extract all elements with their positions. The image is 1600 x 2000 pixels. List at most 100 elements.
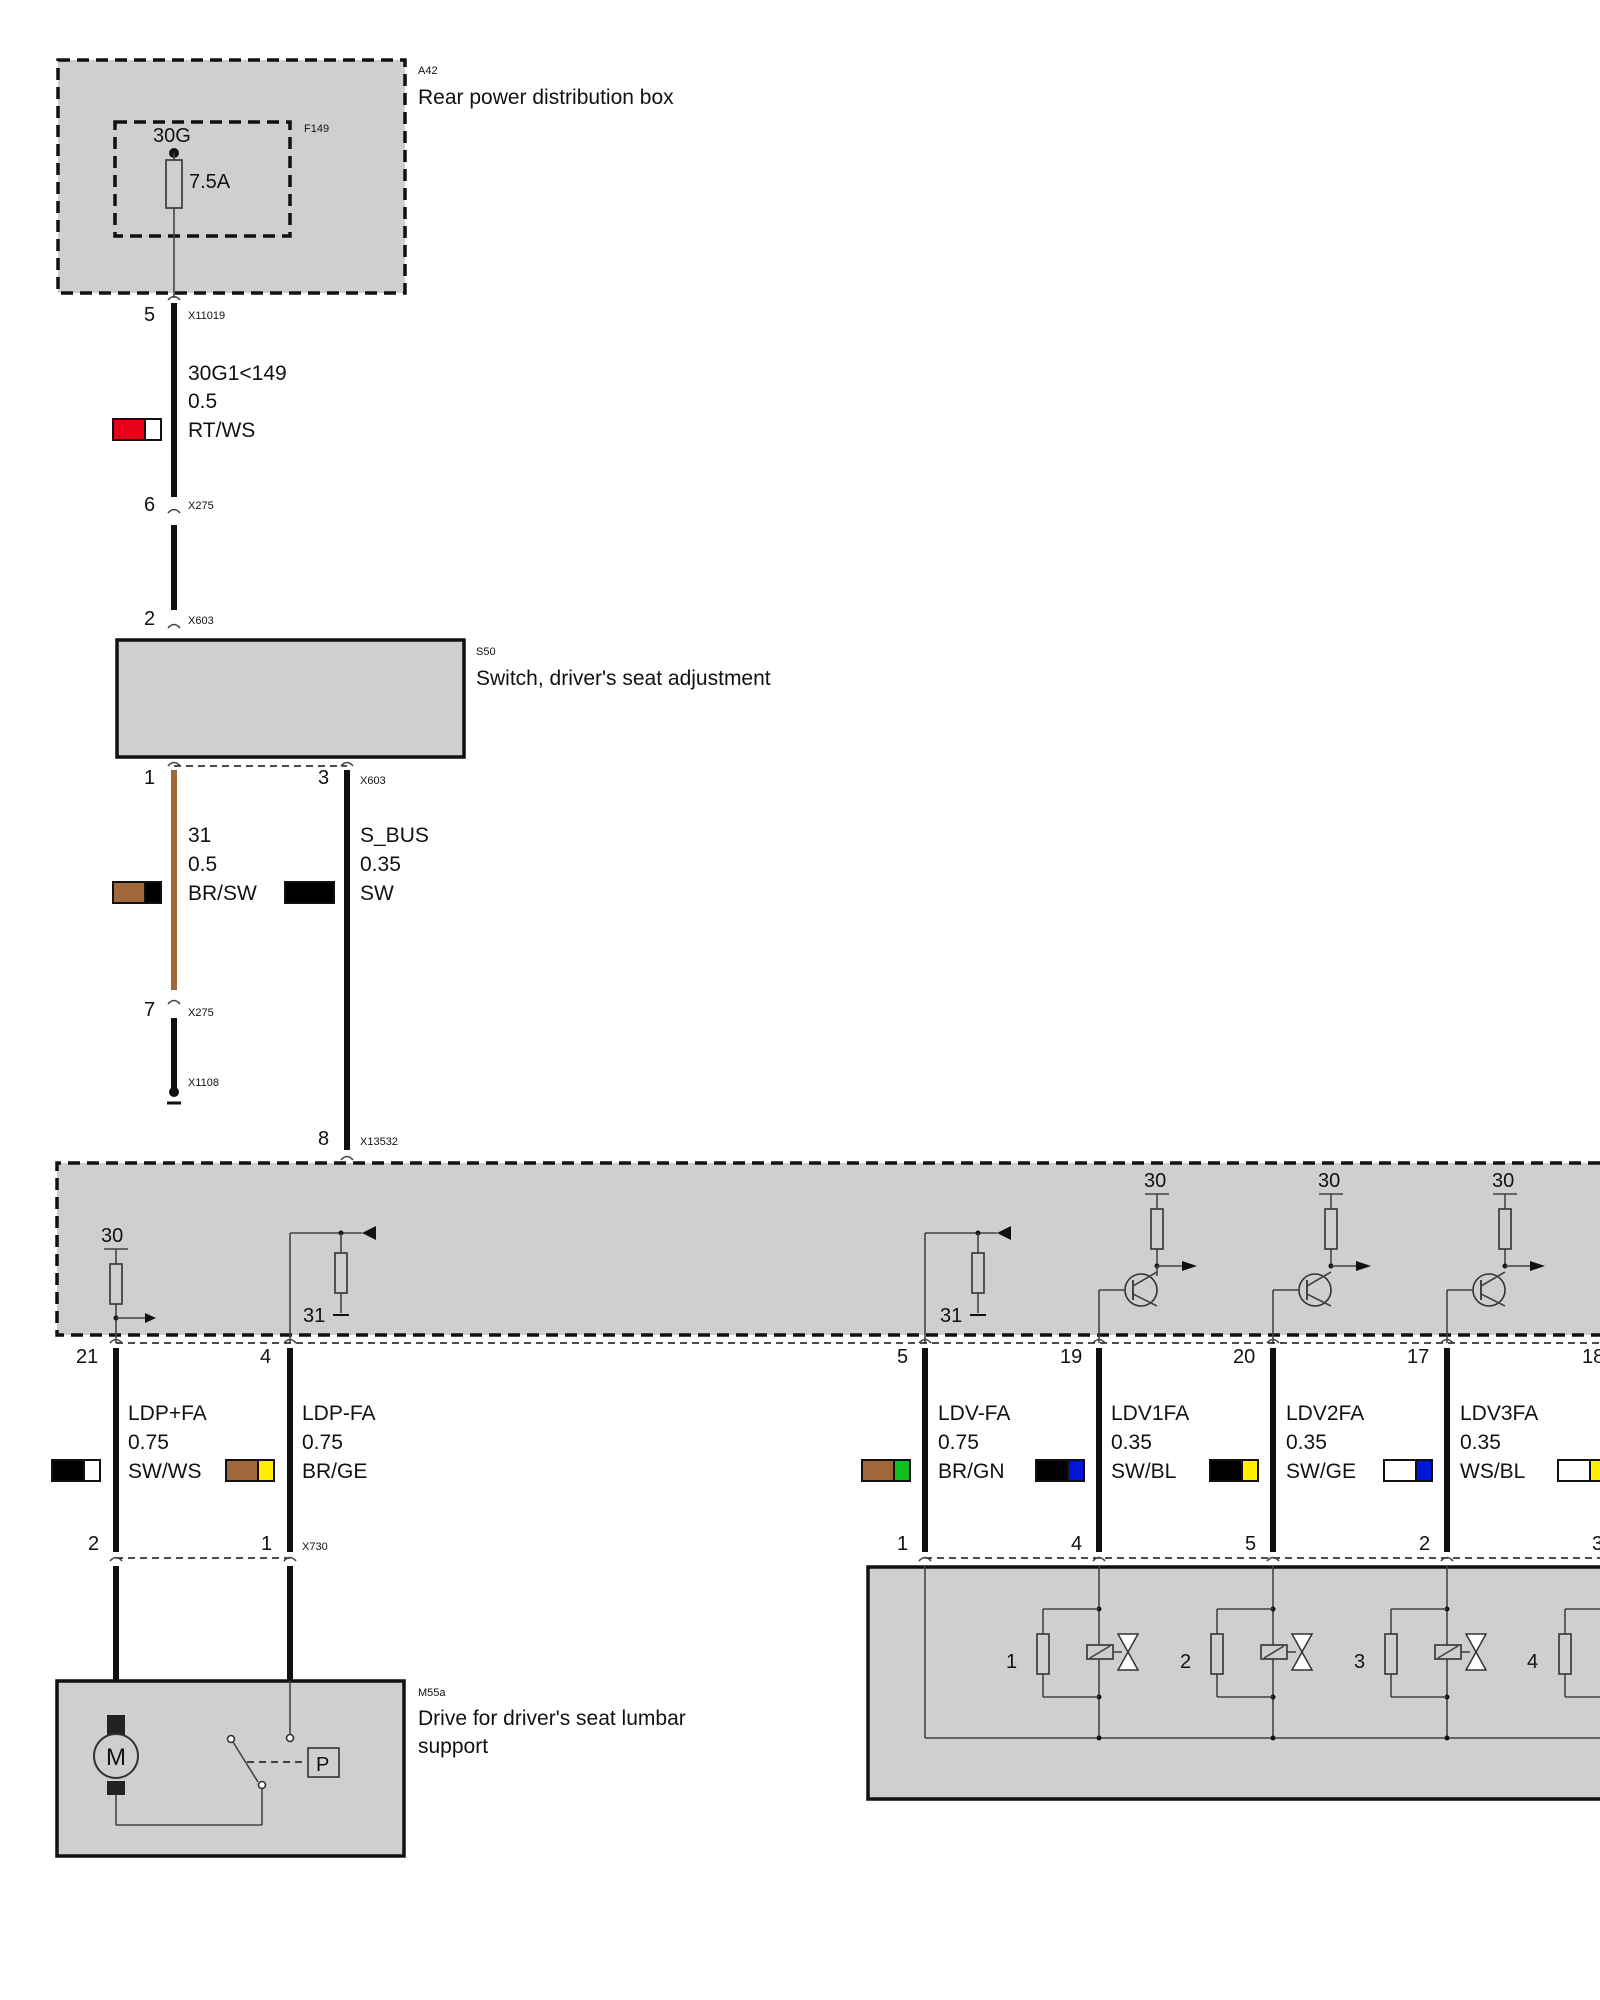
m55a-lumbar-drive: M55a Drive for driver's seat lumbar supp…: [55, 1679, 686, 1858]
wire2-signal: 31: [188, 824, 211, 847]
wire4-signal: LDP+FA: [128, 1402, 207, 1425]
valve-3: 3: [1354, 1566, 1488, 1741]
f149-rating: 7.5A: [189, 171, 231, 193]
wire4-color: SW/WS: [128, 1460, 202, 1483]
m55a-name-line2: support: [418, 1735, 488, 1758]
wire7-color: SW/BL: [1111, 1460, 1176, 1483]
x275-label-a: X275: [188, 500, 214, 512]
valve-3-label: 3: [1354, 1651, 1365, 1673]
wire4-color-swatch: [51, 1459, 101, 1482]
wire3-size: 0.35: [360, 853, 401, 876]
wire6-color-swatch: [861, 1459, 911, 1482]
wire7-color-swatch: [1035, 1459, 1085, 1482]
motor-symbol: M: [93, 1715, 262, 1826]
module-31a: 31: [303, 1305, 325, 1327]
wire9-color-swatch: [1383, 1459, 1433, 1482]
wire8-color: SW/GE: [1286, 1460, 1356, 1483]
x1108-label: X1108: [188, 1077, 219, 1089]
pin-5-module: 5: [897, 1346, 908, 1368]
x275-label-b: X275: [188, 1007, 214, 1019]
valve-1: 1: [1006, 1566, 1140, 1741]
module-31b: 31: [940, 1305, 962, 1327]
wire7-size: 0.35: [1111, 1431, 1152, 1454]
a42-power-distribution-box: A42 Rear power distribution box F149 30G…: [56, 58, 674, 298]
wire2-color-swatch: [112, 881, 162, 904]
m55a-ref: M55a: [418, 1687, 446, 1699]
wire3-color-swatch: [284, 881, 335, 904]
wire5-size: 0.75: [302, 1431, 343, 1454]
pin-4: 4: [260, 1346, 271, 1368]
wire8-color-swatch: [1209, 1459, 1259, 1482]
wire5-color: BR/GE: [302, 1460, 367, 1483]
f149-terminal: 30G: [153, 125, 191, 147]
pin-2-x603: 2: [144, 608, 155, 630]
wire1-size: 0.5: [188, 390, 217, 413]
wire6-color: BR/GN: [938, 1460, 1005, 1483]
pin-3-s50: 3: [318, 767, 329, 789]
lumbar-valve-block: 1 2: [866, 1565, 1600, 1801]
wire5-color-swatch: [225, 1459, 275, 1482]
f149-ref: F149: [304, 123, 329, 135]
pin-2-valve-block: 2: [1419, 1533, 1430, 1555]
pin-1-m55a: 1: [261, 1533, 272, 1555]
valve-1-label: 1: [1006, 1651, 1017, 1673]
pin-6-x275: 6: [144, 494, 155, 516]
a42-name: Rear power distribution box: [418, 86, 674, 109]
wire1-color-swatch: [112, 418, 162, 441]
wire1-color: RT/WS: [188, 419, 255, 442]
wire6-signal: LDV-FA: [938, 1402, 1010, 1425]
wire-30g1: 5 X11019 30G1<149 0.5 RT/WS 6 X275 2 X60…: [112, 295, 287, 630]
pin-4-valve-block: 4: [1071, 1533, 1082, 1555]
wire3-color: SW: [360, 882, 394, 905]
x730-label: X730: [302, 1541, 328, 1553]
m55a-name-line1: Drive for driver's seat lumbar: [418, 1707, 686, 1730]
pin-5-x11019: 5: [144, 304, 155, 326]
wire6-size: 0.75: [938, 1431, 979, 1454]
wire1-signal: 30G1<149: [188, 362, 287, 385]
s50-name: Switch, driver's seat adjustment: [476, 667, 771, 690]
pressure-switch-symbol: P: [226, 1681, 340, 1825]
wire2-color: BR/SW: [188, 882, 257, 905]
wire9-color: WS/BL: [1460, 1460, 1525, 1483]
pin-20: 20: [1233, 1346, 1255, 1368]
wire10-color-swatch: [1557, 1459, 1600, 1482]
driver-transistor-pin17: 30: [1446, 1170, 1545, 1343]
seat-control-module: 30 31 31: [55, 1161, 1600, 1343]
module-30d: 30: [1492, 1170, 1514, 1192]
pin-3-valve-block: 3: [1592, 1533, 1600, 1555]
driver-transistor-pin19: 30: [1098, 1170, 1197, 1343]
module-30c: 30: [1318, 1170, 1340, 1192]
pin-5-valve-block: 5: [1245, 1533, 1256, 1555]
pin-1-valve-block: 1: [897, 1533, 908, 1555]
motor-label: M: [106, 1744, 126, 1771]
x603-label-a: X603: [188, 615, 214, 627]
a42-ref: A42: [418, 65, 438, 77]
wire8-size: 0.35: [1286, 1431, 1327, 1454]
valve-4: 4: [1527, 1608, 1600, 1698]
pin-7-x275: 7: [144, 999, 155, 1021]
pin-8-x13532: 8: [318, 1128, 329, 1150]
x11019-label: X11019: [188, 310, 225, 322]
pullup-30-pin21: 30: [101, 1225, 156, 1343]
wire5-signal: LDP-FA: [302, 1402, 376, 1425]
pin-19: 19: [1060, 1346, 1082, 1368]
s50-seat-switch: S50 Switch, driver's seat adjustment: [115, 638, 771, 759]
s50-outputs: 1 3 X603 31 0.5 BR/SW 7 X275 X1108 S_BUS…: [112, 761, 429, 1161]
valve-2: 2: [1180, 1566, 1314, 1741]
wire3-signal: S_BUS: [360, 824, 429, 847]
pin-21: 21: [76, 1346, 98, 1368]
module-output-wires: 21 LDP+FA 0.75 SW/WS 2 4 LDP-FA 0.75 BR/…: [51, 1338, 1600, 1680]
fuse-f149: F149 30G 7.5A: [113, 120, 329, 298]
pulldown-31-pin5: 31: [924, 1226, 1011, 1343]
wire4-size: 0.75: [128, 1431, 169, 1454]
wire9-size: 0.35: [1460, 1431, 1501, 1454]
wire7-signal: LDV1FA: [1111, 1402, 1189, 1425]
pin-17: 17: [1407, 1346, 1429, 1368]
pin-1-s50: 1: [144, 767, 155, 789]
x13532-label: X13532: [360, 1136, 398, 1148]
wire9-signal: LDV3FA: [1460, 1402, 1538, 1425]
pressure-label: P: [316, 1754, 329, 1776]
module-30a: 30: [101, 1225, 123, 1247]
wire8-signal: LDV2FA: [1286, 1402, 1364, 1425]
